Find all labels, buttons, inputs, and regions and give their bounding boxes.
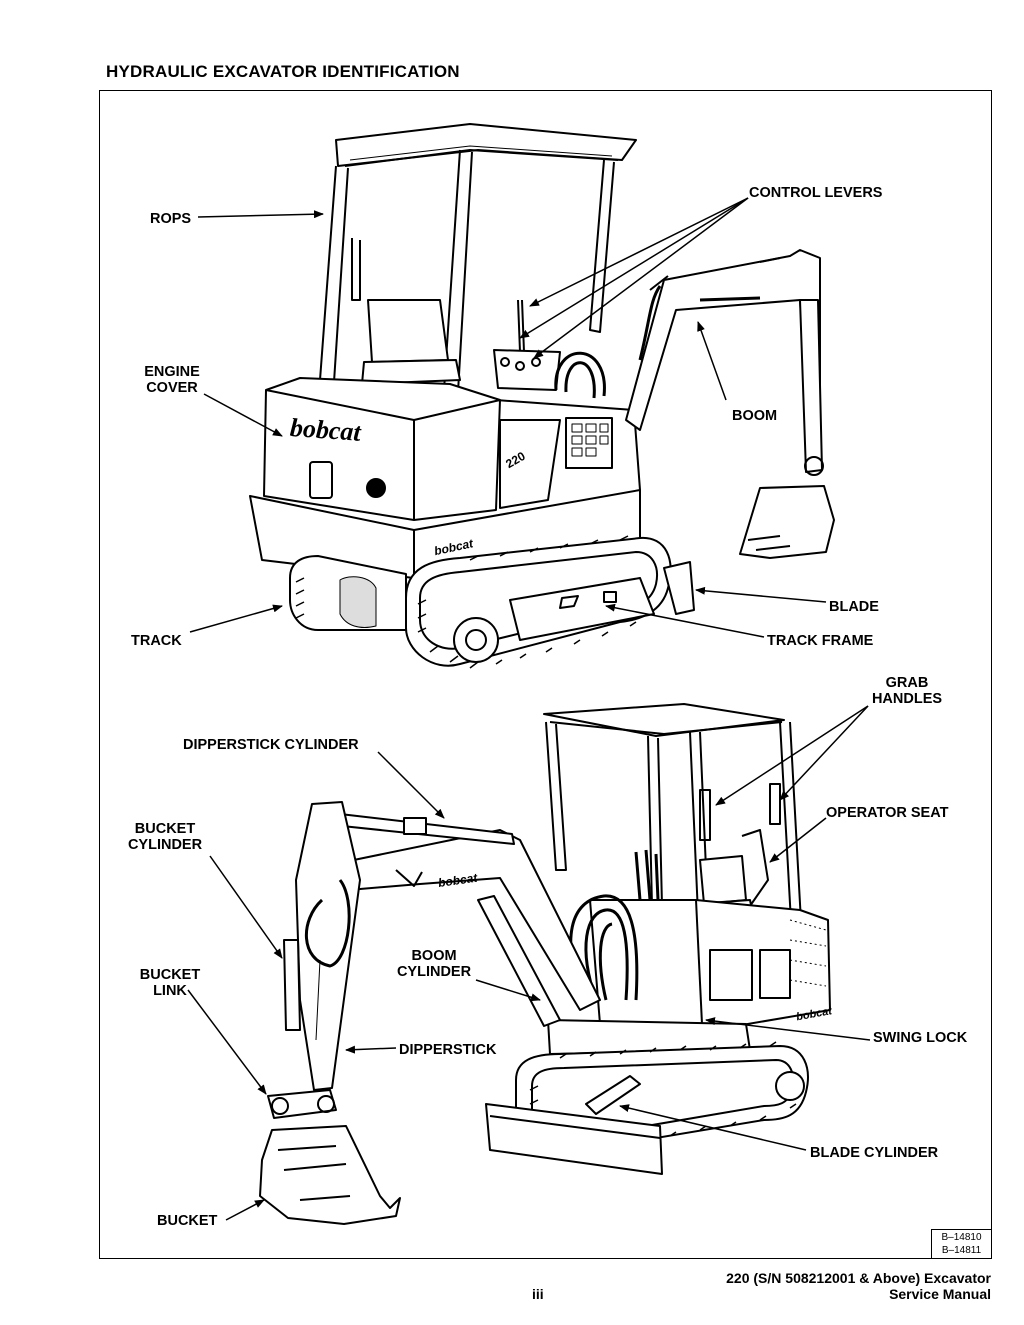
figure-reference-box: B–14810 B–14811 (931, 1229, 991, 1258)
label-boom-cylinder-line1: BOOM (411, 948, 457, 964)
bucket-leader (225, 1199, 265, 1221)
control-levers-leader-3 (533, 197, 749, 359)
label-bucket-link-line1: BUCKET (139, 967, 201, 983)
page-number: iii (532, 1286, 544, 1302)
footer-manual-title: 220 (S/N 508212001 & Above) Excavator Se… (726, 1270, 991, 1302)
label-engine-cover-line2: COVER (146, 380, 198, 396)
label-bucket: BUCKET (157, 1213, 218, 1229)
label-rops: ROPS (150, 211, 192, 227)
boom-decal: bobcat (437, 871, 479, 890)
label-dipperstick: DIPPERSTICK (399, 1042, 497, 1058)
rear-view-excavator-drawing (249, 123, 835, 669)
boom-leader (697, 321, 727, 401)
label-boom-cylinder: BOOM CYLINDER (388, 948, 480, 980)
bucket-link-leader (187, 989, 267, 1095)
model-badge: 220 (503, 449, 528, 471)
dipperstick-leader (345, 1045, 397, 1054)
label-bucket-link-line2: LINK (153, 983, 187, 999)
grab-handles-leader-2 (779, 705, 869, 801)
label-engine-cover-line1: ENGINE (144, 364, 200, 380)
engine-cover-leader (203, 393, 283, 437)
boom-cylinder-leader (475, 979, 541, 1002)
figure-ref-1: B–14810 (941, 1232, 982, 1243)
swing-lock-leader (705, 1017, 871, 1041)
label-control-levers: CONTROL LEVERS (749, 185, 883, 201)
figure-ref-2: B–14811 (941, 1245, 982, 1256)
page-title: HYDRAULIC EXCAVATOR IDENTIFICATION (106, 62, 460, 81)
label-track: TRACK (131, 633, 182, 649)
rops-leader (197, 210, 324, 219)
label-blade-cylinder: BLADE CYLINDER (810, 1145, 939, 1161)
label-grab-handles-line1: GRAB (885, 675, 929, 691)
dipperstick-cylinder-leader (377, 751, 445, 819)
label-grab-handles-line2: HANDLES (871, 691, 943, 707)
label-bucket-cylinder-line1: BUCKET (134, 821, 196, 837)
footer-line2: Service Manual (889, 1286, 991, 1302)
operator-seat-leader (769, 817, 827, 863)
label-track-frame: TRACK FRAME (767, 633, 874, 649)
label-bucket-cylinder: BUCKET CYLINDER (120, 821, 210, 853)
label-boom-cylinder-line2: CYLINDER (396, 964, 472, 980)
label-swing-lock: SWING LOCK (873, 1030, 968, 1046)
label-boom: BOOM (732, 408, 778, 424)
label-dipperstick-cylinder: DIPPERSTICK CYLINDER (183, 737, 359, 753)
footer-line1: 220 (S/N 508212001 & Above) Excavator (726, 1270, 991, 1286)
blade-leader (695, 586, 827, 603)
label-engine-cover: ENGINE COVER (140, 364, 204, 396)
label-bucket-cylinder-line2: CYLINDER (127, 837, 203, 853)
track-leader (189, 604, 283, 633)
grab-handles-leader-1 (715, 705, 869, 806)
control-levers-leader-2 (519, 197, 749, 339)
track-frame-leader (605, 603, 765, 638)
front-view-excavator-drawing (259, 703, 831, 1225)
label-blade: BLADE (829, 599, 879, 615)
control-levers-leader-1 (529, 197, 749, 307)
leader-lines (187, 197, 871, 1221)
engine-cover-logo: bobcat (289, 413, 362, 447)
blade-cylinder-leader (619, 1104, 807, 1151)
label-grab-handles: GRAB HANDLES (862, 675, 952, 707)
label-bucket-link: BUCKET LINK (132, 967, 208, 999)
bucket-cylinder-leader (209, 855, 283, 959)
label-operator-seat: OPERATOR SEAT (826, 805, 949, 821)
illustration-frame (99, 90, 992, 1259)
